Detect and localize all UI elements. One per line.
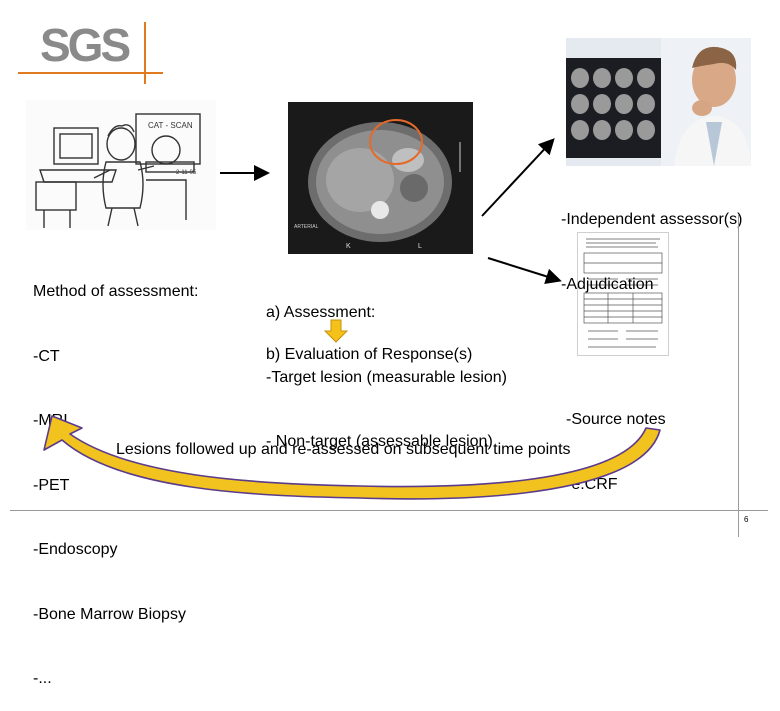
diagram-arrows: [43, 138, 661, 500]
ct-side-label: ARTERIAL: [294, 224, 319, 230]
logo-horizontal-line: [18, 72, 163, 74]
arrow-assessment-to-crf: [487, 257, 562, 285]
independent-line: -Adjudication: [561, 275, 654, 293]
sgs-logo: SGS: [18, 19, 163, 84]
ct-marker-l: L: [418, 243, 422, 250]
ct-scan-image: ARTERIAL K L: [288, 102, 473, 254]
logo-wordmark: SGS: [40, 19, 131, 71]
assessment-text: a) Assessment: -Target lesion (measurabl…: [266, 259, 507, 474]
logo-vertical-line: [144, 22, 146, 84]
independent-line: -Independent assessor(s): [561, 211, 743, 228]
method-line: -Bone Marrow Biopsy: [33, 605, 186, 623]
method-line: -...: [33, 670, 52, 687]
ct-marker-k: K: [346, 243, 351, 250]
followup-text: Lesions followed up and re-assessed on s…: [116, 441, 571, 458]
loop-arrow-icon: [43, 415, 661, 500]
cartoon-screen-label: CAT - SCAN: [148, 121, 193, 130]
frame-horizontal-line: [10, 510, 768, 511]
doctor-reviewing-scans-image: [566, 38, 751, 166]
page-number: 6: [744, 515, 749, 524]
down-arrow-icon: [323, 319, 349, 343]
assessment-line: a) Assessment:: [266, 304, 376, 321]
cartoon-date-label: 2·11·05: [176, 170, 197, 176]
evaluation-of-response-text: b) Evaluation of Response(s): [266, 346, 473, 363]
source-line: -Source notes: [566, 411, 666, 428]
frame-vertical-line: [738, 215, 739, 537]
method-line: Method of assessment:: [33, 283, 199, 300]
method-line: -CT: [33, 347, 60, 365]
method-line: -PET: [33, 476, 70, 494]
arrow-ct-to-assessor: [481, 138, 555, 217]
ct-scan-cartoon-image: CAT - SCAN 2·11·05: [26, 100, 216, 230]
independent-assessor-text: -Independent assessor(s) -Adjudication: [561, 166, 742, 317]
case-report-form-image: [577, 232, 669, 356]
assessment-line: - Non-target (assessable lesion): [266, 433, 493, 450]
method-line: -Endoscopy: [33, 541, 118, 558]
assessment-line: -Target lesion (measurable lesion): [266, 368, 507, 386]
